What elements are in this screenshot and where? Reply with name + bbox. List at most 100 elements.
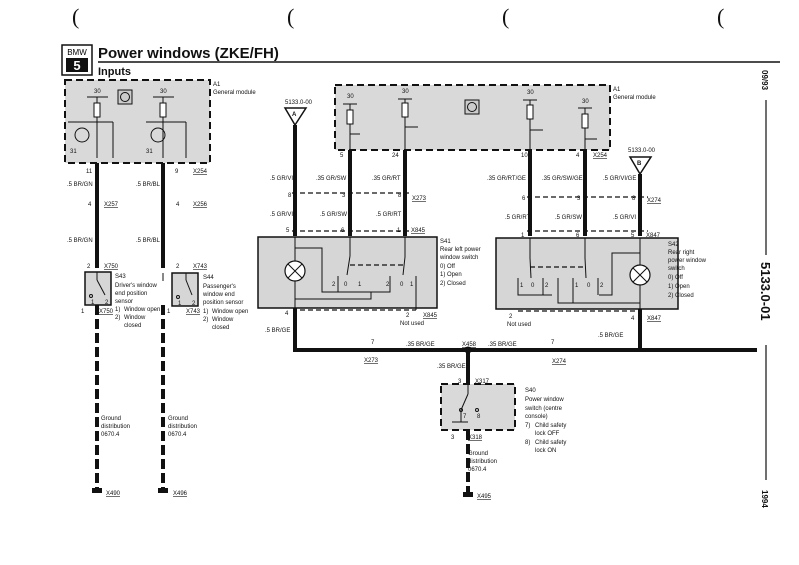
switch-s43: 1 2 xyxy=(84,271,112,306)
connector-letter: A xyxy=(292,112,297,118)
pin-number: 6 xyxy=(576,233,580,239)
wire-color: .5 GR/VI/GE xyxy=(603,176,636,182)
component-desc: Power window xyxy=(525,397,564,403)
module-id: A1 xyxy=(213,82,221,88)
pin-number: 11 xyxy=(86,169,93,175)
margin-doc-number: 5133.0-01 xyxy=(758,262,773,321)
option-label: 1) Open xyxy=(668,284,690,290)
resistor-circuit-icon: 30 30 30 30 xyxy=(343,89,597,150)
connector-label: X254 xyxy=(193,169,208,175)
contact-label: 8 xyxy=(477,414,481,420)
margin-date: 09/93 xyxy=(760,70,769,91)
component-id: S40 xyxy=(525,388,536,394)
connector-label: X495 xyxy=(477,494,492,500)
component-id: S43 xyxy=(115,274,126,280)
splice-label: X458 xyxy=(462,342,477,348)
connector-label: X845 xyxy=(423,313,438,319)
component-desc: window switch xyxy=(439,255,478,261)
pin-number: 4 xyxy=(88,202,92,208)
contact-label: 0 xyxy=(400,282,404,288)
switch-s41: 2 0 1 2 0 1 xyxy=(257,236,438,311)
option-number: 1) xyxy=(203,309,208,315)
bmw-badge: BMW 5 xyxy=(61,44,93,76)
wire-color: .35 GR/RT/GE xyxy=(487,176,526,182)
ground-label: Ground xyxy=(468,451,488,457)
pin-number: 6 xyxy=(341,228,345,234)
wire-color: .35 GR/SW/GE xyxy=(542,176,583,182)
wire-color: .5 GR/VI xyxy=(613,215,636,221)
option-label: closed xyxy=(124,323,141,329)
component-desc: Rear right xyxy=(668,250,695,256)
component-desc: Passenger's xyxy=(203,284,236,290)
connector-label: X256 xyxy=(193,202,208,208)
terminal-30: 30 xyxy=(347,94,354,100)
contact-label: 1 xyxy=(410,282,414,288)
pin-number: 4 xyxy=(631,316,635,322)
option-label: 0) Off xyxy=(668,275,683,281)
pin-number: 3 xyxy=(577,196,581,202)
pin-number: 10 xyxy=(521,153,528,159)
binding-mark: ( xyxy=(717,4,724,29)
component-desc: Driver's window xyxy=(115,283,157,289)
option-label: Window open xyxy=(212,309,248,315)
contact-label: 1 xyxy=(91,300,95,306)
pin-number: 4 xyxy=(576,153,580,159)
contact-label: 2 xyxy=(600,283,604,289)
option-label: 0) Off xyxy=(440,264,455,270)
wire-color: .35 GR/SW xyxy=(316,176,347,182)
component-desc: sensor xyxy=(115,299,133,305)
contact-label: 1 xyxy=(178,301,182,307)
wire-color: .5 GR/SW xyxy=(320,212,347,218)
pin-number: 3 xyxy=(451,435,455,441)
connector-label: X490 xyxy=(106,491,121,497)
ground-label: distribution xyxy=(468,459,497,465)
connector-label: X254 xyxy=(593,153,608,159)
contact-label: 1 xyxy=(358,282,362,288)
option-label: Window xyxy=(212,317,234,323)
contact-label: 0 xyxy=(587,283,591,289)
connector-letter: B xyxy=(637,161,642,167)
option-label: closed xyxy=(212,325,229,331)
connector-label: X274 xyxy=(647,198,662,204)
binding-mark: ( xyxy=(502,4,509,29)
contact-label: 2 xyxy=(105,300,109,306)
binding-mark: ( xyxy=(287,4,294,29)
wire-color: .5 BR/BL xyxy=(136,238,161,244)
terminal-30: 30 xyxy=(94,89,101,95)
connector-label: X496 xyxy=(173,491,188,497)
transistor-circuit-icon: 30 31 30 31 xyxy=(68,89,187,158)
switch-s40: 7 8 xyxy=(440,383,516,431)
ground-bus-wire xyxy=(293,308,757,384)
connector-label: X845 xyxy=(411,228,426,234)
module-name: General module xyxy=(213,90,256,96)
pin-number: 2 xyxy=(509,314,513,320)
connector-outline xyxy=(292,192,648,232)
component-desc: power window xyxy=(668,258,707,264)
pin-number: 3 xyxy=(458,379,462,385)
pin-number: 8 xyxy=(398,193,402,199)
contact-label: 7 xyxy=(463,414,467,420)
connector-label: X743 xyxy=(186,309,201,315)
connector-a-icon xyxy=(283,107,308,127)
pin-number: 3 xyxy=(342,193,346,199)
connector-label: X274 xyxy=(552,359,567,365)
wire-color: .5 BR/BL xyxy=(136,182,161,188)
not-used-label: Not used xyxy=(507,322,531,328)
connector-b-icon xyxy=(628,156,653,176)
option-label: 2) Closed xyxy=(668,293,694,299)
ground-label: 0670.4 xyxy=(468,467,487,473)
connector-label: X847 xyxy=(646,233,661,239)
ground-label: 0670.4 xyxy=(168,432,187,438)
wire-color: .5 BR/GE xyxy=(598,333,623,339)
connector-label: X750 xyxy=(104,264,119,270)
ground-label: 0670.4 xyxy=(101,432,120,438)
terminal-30: 30 xyxy=(527,90,534,96)
ground-wire xyxy=(95,305,165,488)
terminal-31: 31 xyxy=(146,149,153,155)
wire-color: .35 BR/GE xyxy=(406,342,435,348)
margin-year: 1994 xyxy=(760,490,769,508)
module-name: General module xyxy=(613,95,656,101)
option-label: 2) Closed xyxy=(440,281,466,287)
connector-label: X273 xyxy=(412,196,427,202)
module-logo-icon xyxy=(117,89,133,105)
